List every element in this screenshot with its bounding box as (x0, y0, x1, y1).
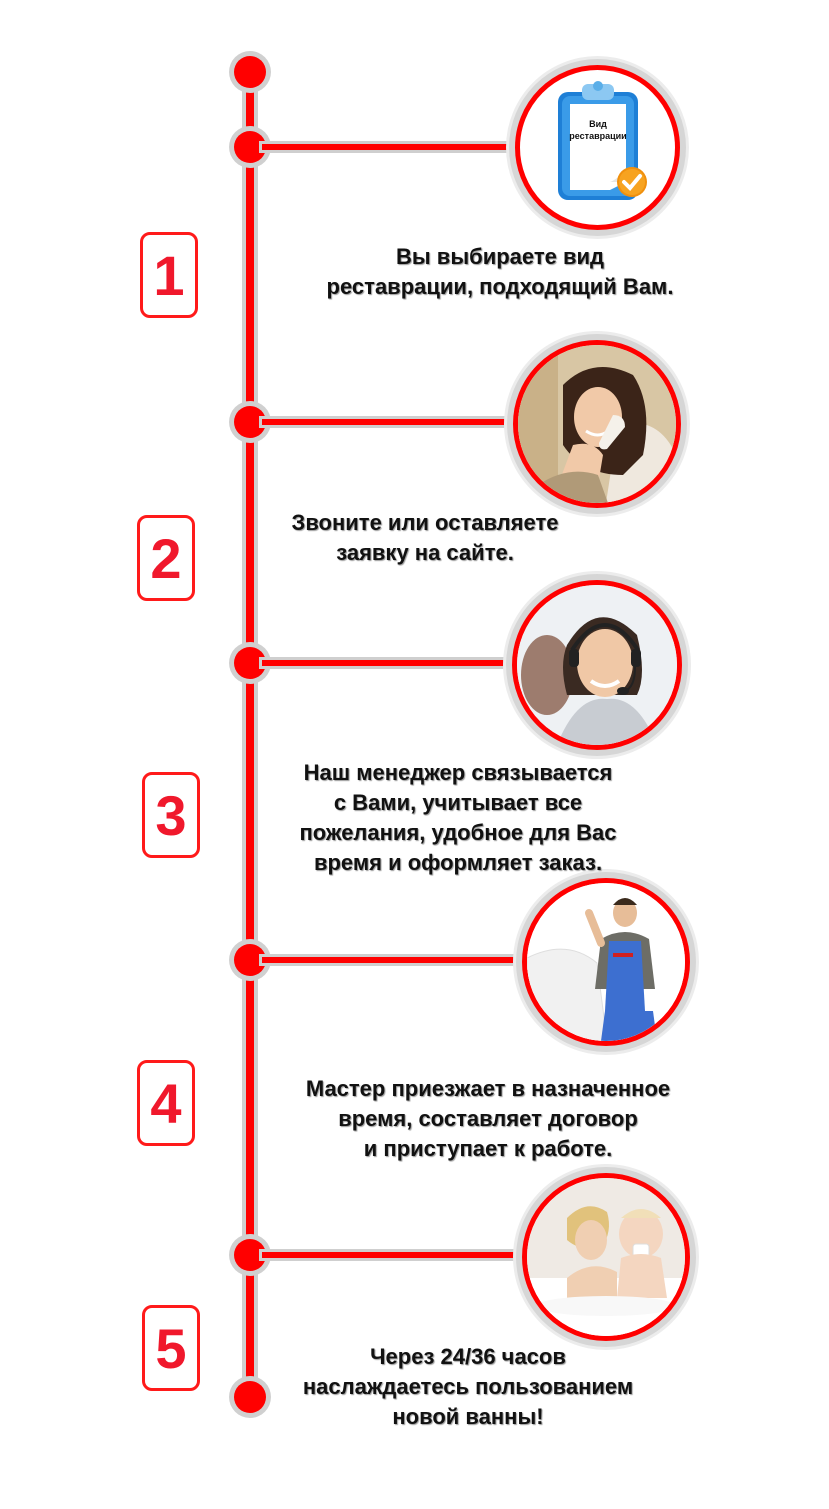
step-1-image-circle: Вид реставрации (515, 65, 680, 230)
clipboard-label: Вид реставрации (569, 119, 627, 141)
step-number-1: 1 (140, 232, 198, 318)
timeline-end-dot (234, 1381, 266, 1413)
connector-step-3 (262, 660, 517, 666)
plumber-with-bathtub-photo (527, 883, 685, 1041)
step-4-text: Мастер приезжает в назначенное время, со… (305, 1076, 671, 1161)
step-5-text: Через 24/36 часов наслаждаетесь пользова… (302, 1344, 634, 1429)
clipboard-check-icon (558, 81, 647, 200)
step-number-4: 4 (137, 1060, 195, 1146)
connector-step-1 (262, 144, 520, 150)
step-1-text: Вы выбираете вид реставрации, подходящий… (326, 244, 674, 299)
timeline-dot-step-1 (234, 131, 266, 163)
step-number-3: 3 (142, 772, 200, 858)
connector-step-4 (262, 957, 527, 963)
timeline-dot-step-5 (234, 1239, 266, 1271)
timeline-dot-step-4 (234, 944, 266, 976)
mother-and-baby-in-bath-photo (527, 1178, 685, 1336)
step-2-text: Звоните или оставляете заявку на сайте. (291, 510, 559, 565)
step-5-image-circle (522, 1173, 690, 1341)
timeline-start-dot (234, 56, 266, 88)
step-3-image-circle (512, 580, 682, 750)
connector-step-2 (262, 419, 520, 425)
step-number-5: 5 (142, 1305, 200, 1391)
connector-step-5 (262, 1252, 527, 1258)
step-3-text: Наш менеджер связывается с Вами, учитыва… (299, 760, 617, 875)
timeline-dot-step-2 (234, 406, 266, 438)
step-4-image-circle (522, 878, 690, 1046)
call-center-operator-photo (517, 585, 677, 745)
woman-on-phone-photo (518, 345, 676, 503)
timeline-line (246, 72, 254, 1397)
timeline-dot-step-3 (234, 647, 266, 679)
step-2-image-circle (513, 340, 681, 508)
step-number-2: 2 (137, 515, 195, 601)
